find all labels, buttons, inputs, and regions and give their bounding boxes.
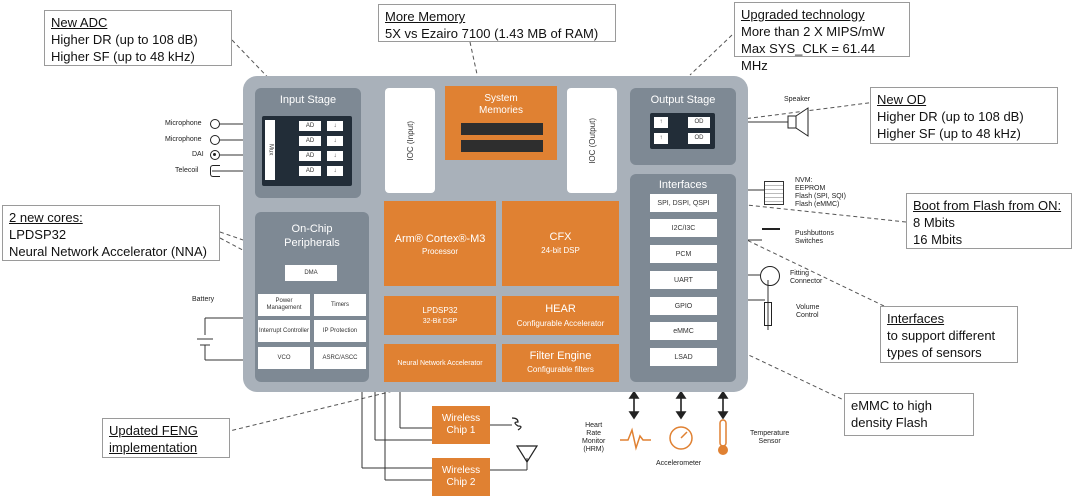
- od-converter: OD: [688, 133, 710, 144]
- ioc-output-block: IOC (Output): [567, 88, 617, 193]
- output-stage-title: Output Stage: [650, 94, 716, 106]
- interfaces-block: Interfaces SPI, DSPI, QSPI I2C/I3C PCM U…: [630, 174, 736, 382]
- input-microphone-2: Microphone: [165, 136, 202, 143]
- ioc-output-label: IOC (Output): [587, 117, 597, 164]
- nna-block: Neural Network Accelerator: [384, 344, 496, 382]
- callout-more-memory: More Memory 5X vs Ezairo 7100 (1.43 MB o…: [378, 4, 616, 42]
- input-stage-title: Input Stage: [279, 94, 337, 106]
- nna-name: Neural Network Accelerator: [397, 359, 483, 367]
- lpdsp-sub: 32-Bit DSP: [422, 318, 458, 325]
- od-converter: OD: [688, 117, 710, 128]
- fitting-connector-icon: [760, 266, 780, 286]
- mux-box: Mux: [265, 120, 275, 180]
- memory-bank: [461, 140, 543, 152]
- temperature-label: Temperature Sensor: [750, 430, 790, 445]
- telecoil-icon: [210, 165, 220, 177]
- nvm-chip-icon: [764, 181, 784, 205]
- lpdsp32-block: LPDSP32 32-Bit DSP: [384, 296, 496, 335]
- filter-name: Filter Engine: [529, 350, 592, 362]
- callout-new-adc: New ADC Higher DR (up to 108 dB) Higher …: [44, 10, 232, 66]
- hear-block: HEAR Configurable Accelerator: [502, 296, 619, 335]
- hear-name: HEAR: [545, 303, 576, 315]
- ad-label: AD: [305, 152, 315, 159]
- battery-label: Battery: [192, 296, 215, 303]
- pushbutton-icon: [762, 228, 780, 242]
- nvm-label: NVM: EEPROM Flash (SPI, SQI) Flash (eMMC…: [795, 177, 846, 208]
- filter-sub: Configurable filters: [527, 365, 594, 374]
- interface-pcm: PCM: [650, 245, 717, 263]
- interface-spi: SPI, DSPI, QSPI: [650, 194, 717, 212]
- interface-gpio: GPIO: [650, 297, 717, 315]
- interface-i2c: I2C/I3C: [650, 219, 717, 237]
- memory-bank: [461, 123, 543, 135]
- dma-block: DMA: [285, 265, 337, 281]
- decimation-icon: ↓: [327, 121, 343, 131]
- cfx-sub: 24-bit DSP: [541, 246, 580, 255]
- interface-lsad: LSAD: [650, 348, 717, 366]
- hrm-label: Heart Rate Monitor (HRM): [582, 422, 606, 453]
- input-dai: DAI: [192, 151, 204, 158]
- cfx-name: CFX: [549, 231, 572, 243]
- ioc-input-label: IOC (Input): [405, 120, 415, 161]
- callout-feng: Updated FENG implementation: [102, 418, 230, 458]
- peripherals-title: On-Chip Peripherals: [284, 223, 340, 249]
- wireless-chip-1: Wireless Chip 1: [432, 406, 490, 444]
- arm-sub: Processor: [421, 247, 458, 256]
- decimation-icon: ↓: [327, 151, 343, 161]
- arm-cortex-block: Arm® Cortex®-M3 Processor: [384, 201, 496, 286]
- ad-converter: AD: [299, 166, 321, 176]
- decimation-icon: ↓: [327, 166, 343, 176]
- wireless-chip-2: Wireless Chip 2: [432, 458, 490, 496]
- ip-protection-block: IP Protection: [314, 320, 366, 342]
- accelerometer-label: Accelerometer: [656, 460, 702, 467]
- dai-icon: [210, 150, 220, 160]
- microphone-icon: [210, 119, 220, 129]
- callout-boot-flash: Boot from Flash from ON: 8 Mbits 16 Mbit…: [906, 193, 1072, 249]
- cfx-block: CFX 24-bit DSP: [502, 201, 619, 286]
- callout-emmc: eMMC to high density Flash: [844, 393, 974, 436]
- callout-interfaces: Interfaces to support different types of…: [880, 306, 1018, 363]
- asrc-block: ASRC/ASCC: [314, 347, 366, 369]
- timers-block: Timers: [314, 294, 366, 316]
- ad-label: AD: [305, 167, 315, 174]
- decimation-icon: ↓: [327, 136, 343, 146]
- callout-new-cores: 2 new cores: LPDSP32 Neural Network Acce…: [2, 205, 220, 261]
- fitting-label: Fitting Connector: [790, 270, 823, 285]
- mux-label: Mux: [267, 144, 274, 156]
- input-microphone-1: Microphone: [165, 120, 202, 127]
- interrupt-controller-block: Interrupt Controller: [258, 320, 310, 342]
- input-telecoil: Telecoil: [175, 167, 199, 174]
- ioc-input-block: IOC (Input): [385, 88, 435, 193]
- output-stage-block: Output Stage ↑ ↑ OD OD: [630, 88, 736, 165]
- system-memories-block: System Memories: [445, 86, 557, 160]
- microphone-icon: [210, 135, 220, 145]
- arm-name: Arm® Cortex®-M3: [394, 233, 486, 245]
- ad-label: AD: [305, 137, 315, 144]
- power-management-block: Power Management: [258, 294, 310, 316]
- on-chip-peripherals-block: On-Chip Peripherals DMA Power Management…: [255, 212, 369, 382]
- interfaces-title: Interfaces: [658, 179, 708, 191]
- callout-new-od: New OD Higher DR (up to 108 dB) Higher S…: [870, 87, 1058, 144]
- ad-label: AD: [305, 122, 315, 129]
- interface-emmc: eMMC: [650, 322, 717, 340]
- ad-converter: AD: [299, 121, 321, 131]
- hear-sub: Configurable Accelerator: [516, 319, 605, 328]
- callout-upgraded-technology: Upgraded technology More than 2 X MIPS/m…: [734, 2, 910, 73]
- upsample-icon: ↑: [654, 133, 668, 144]
- volume-control-icon: [764, 302, 772, 326]
- ad-converter: AD: [299, 151, 321, 161]
- upsample-icon: ↑: [654, 117, 668, 128]
- ad-converter: AD: [299, 136, 321, 146]
- pushbuttons-label: Pushbuttons Switches: [795, 230, 834, 245]
- system-memories-title: System Memories: [479, 93, 523, 116]
- volume-label: Volume Control: [796, 304, 820, 319]
- speaker-label: Speaker: [784, 96, 811, 103]
- lpdsp-name: LPDSP32: [422, 306, 458, 315]
- interface-uart: UART: [650, 271, 717, 289]
- input-stage-block: Input Stage Mux AD AD AD AD ↓ ↓ ↓ ↓: [255, 88, 361, 198]
- vco-block: VCO: [258, 347, 310, 369]
- filter-engine-block: Filter Engine Configurable filters: [502, 344, 619, 382]
